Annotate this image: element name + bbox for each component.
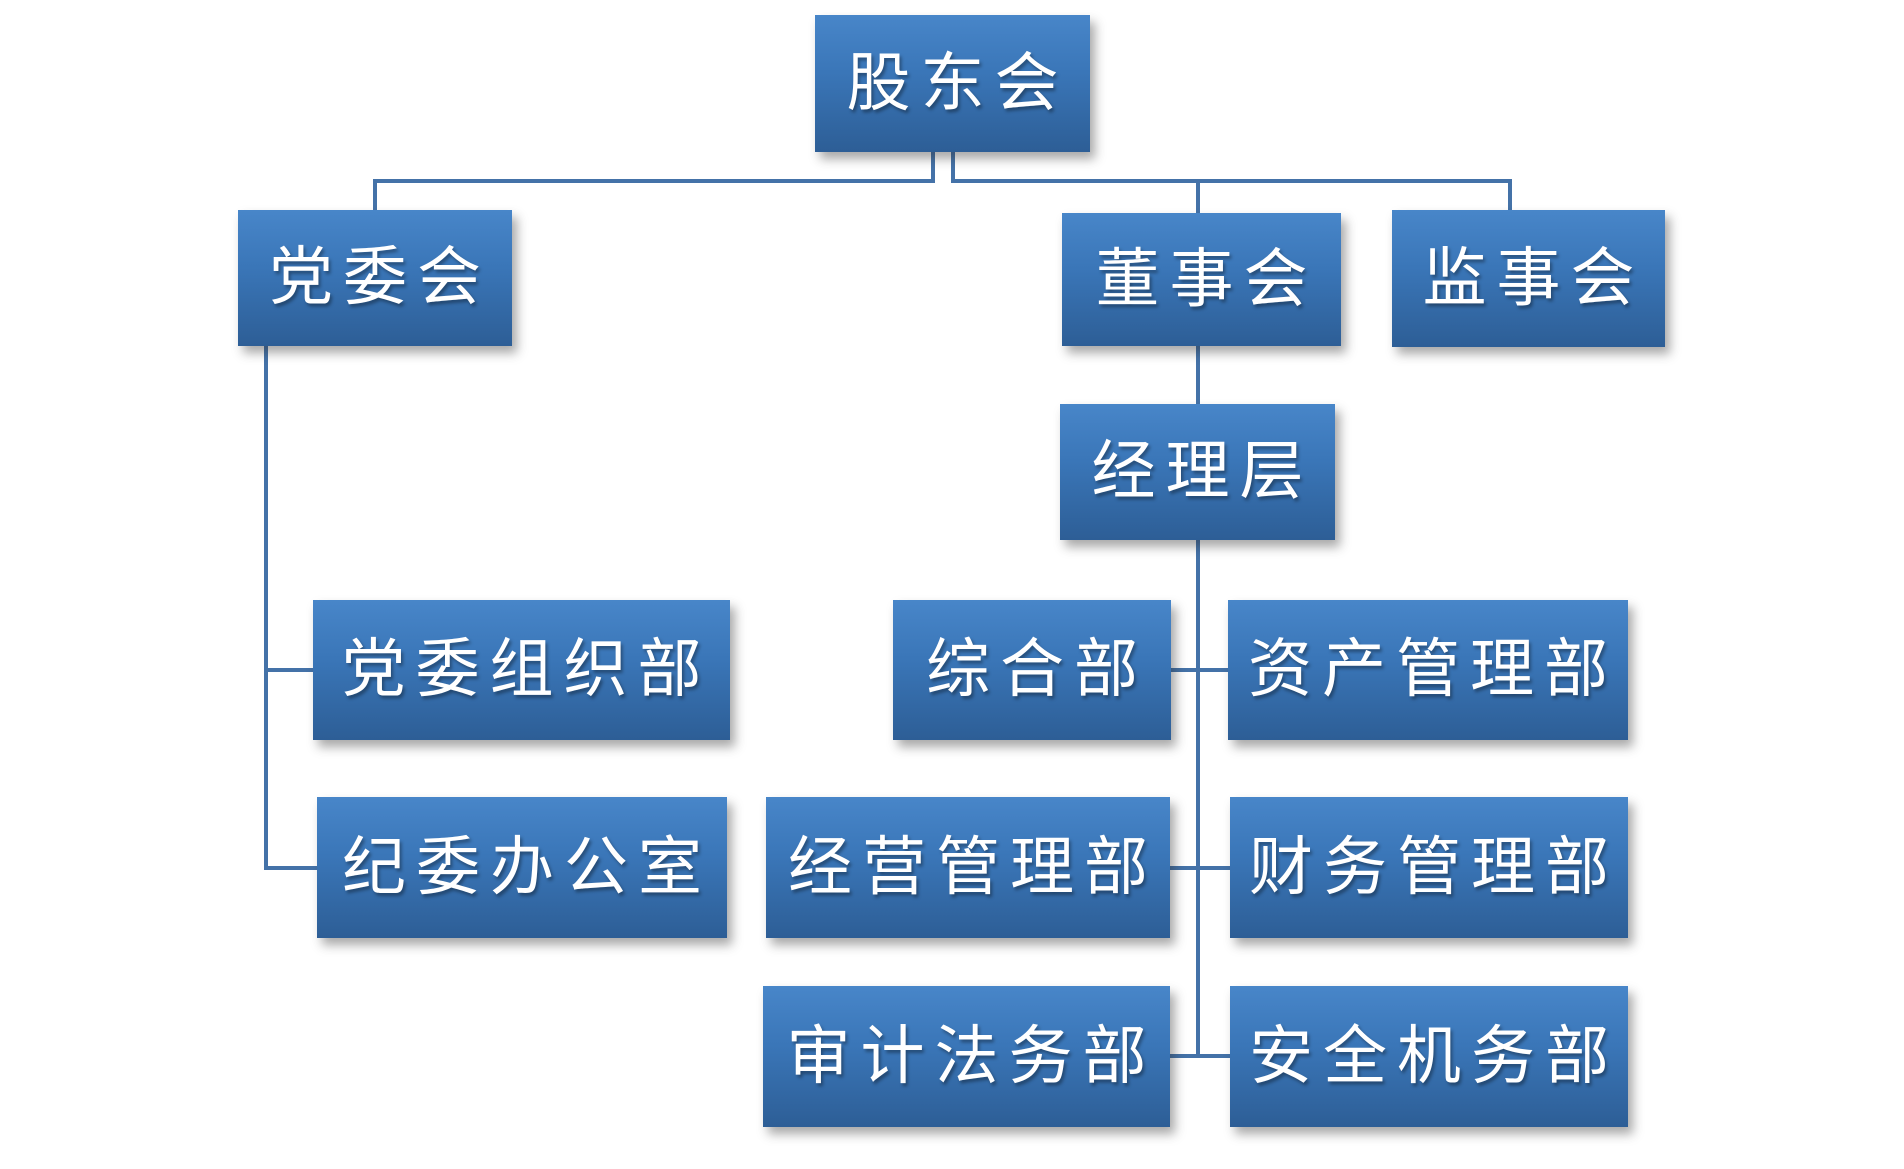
connector-stub-row3-departments	[1166, 1054, 1232, 1058]
connector-drop-supervisory-board	[1508, 179, 1512, 212]
org-node-financial-management-department: 财务管理部	[1230, 797, 1628, 938]
connector-stub-row1-departments	[1167, 668, 1232, 672]
connector-branch-right-horizontal	[951, 179, 1512, 183]
org-node-board-of-directors: 董事会	[1062, 213, 1341, 346]
org-node-supervisory-board: 监事会	[1392, 210, 1665, 347]
org-node-discipline-inspection-office: 纪委办公室	[317, 797, 727, 938]
connector-stub-row2-departments	[1166, 866, 1232, 870]
connector-drop-party-committee	[373, 179, 377, 212]
org-node-operations-management-department: 经营管理部	[766, 797, 1170, 938]
connector-branch-left-horizontal	[373, 179, 935, 183]
connector-shareholders-drop-left	[931, 152, 935, 183]
connector-management-spine	[1196, 538, 1200, 1058]
connector-stub-party-organization	[264, 668, 317, 672]
connector-shareholders-drop-right	[951, 152, 955, 183]
org-node-shareholders-meeting: 股东会	[815, 15, 1090, 152]
org-node-party-committee: 党委会	[238, 210, 512, 346]
connector-drop-board-of-directors	[1196, 179, 1200, 215]
org-node-safety-aviation-department: 安全机务部	[1230, 986, 1628, 1127]
org-node-audit-legal-department: 审计法务部	[763, 986, 1170, 1127]
connector-board-to-management	[1196, 344, 1200, 406]
org-node-asset-management-department: 资产管理部	[1228, 600, 1628, 740]
org-node-general-department: 综合部	[893, 600, 1171, 740]
org-node-management-level: 经理层	[1060, 404, 1335, 540]
org-node-party-organization-department: 党委组织部	[313, 600, 730, 740]
connector-stub-discipline-office	[264, 866, 321, 870]
connector-party-committee-spine	[264, 344, 268, 870]
